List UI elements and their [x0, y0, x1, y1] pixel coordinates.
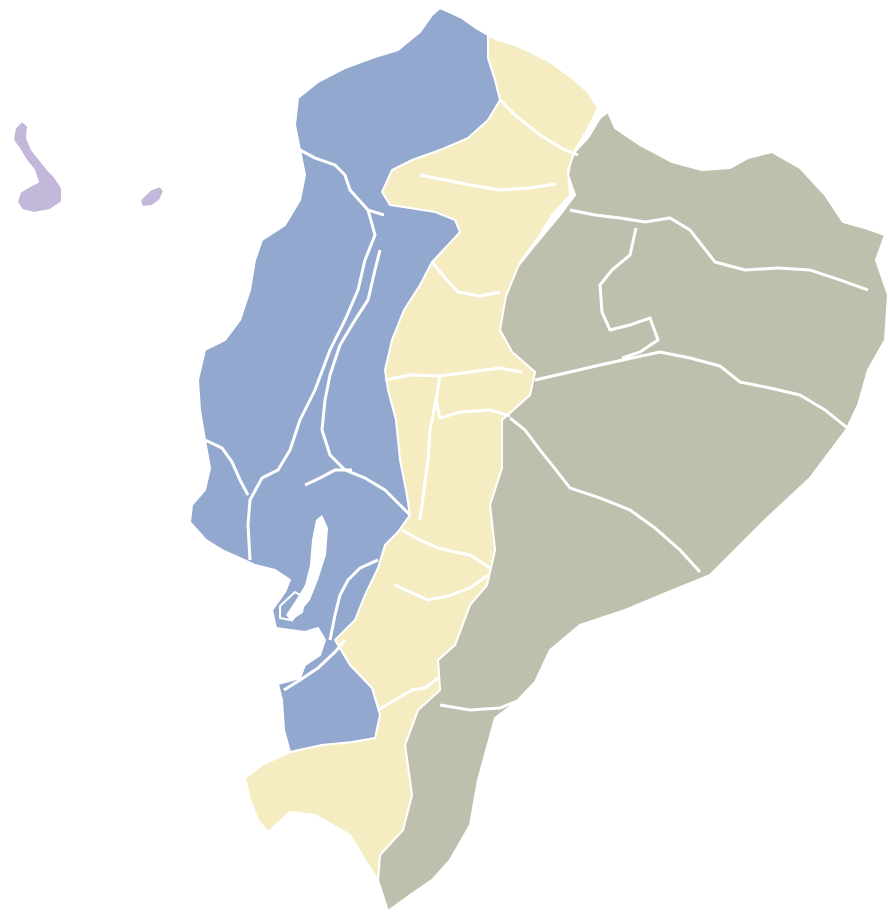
- galapagos-santa-cruz-island[interactable]: [139, 185, 165, 208]
- province-borders: [204, 98, 869, 712]
- galapagos-region[interactable]: [12, 120, 165, 214]
- costa-mainland[interactable]: [189, 7, 501, 753]
- galapagos-isabela-island[interactable]: [12, 120, 63, 214]
- gulf-of-guayaquil-water: [286, 515, 328, 622]
